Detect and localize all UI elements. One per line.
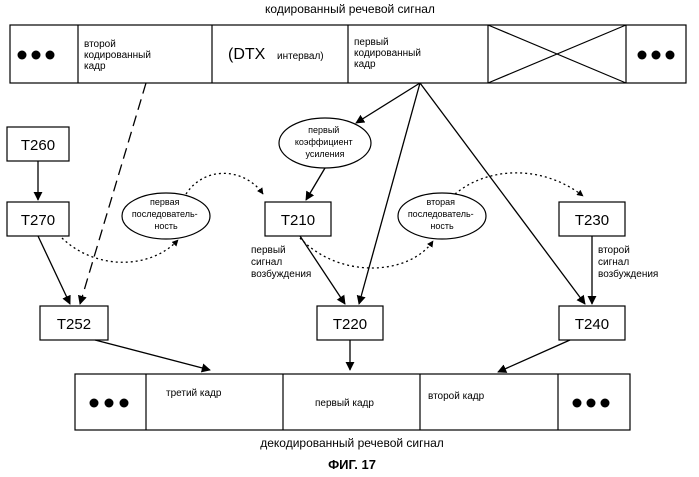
third-frame-label: третий кадр bbox=[166, 388, 222, 399]
decoded-signal-row: третий кадр первый кадр второй кадр bbox=[75, 374, 630, 430]
ellipsis-dots-left-top bbox=[18, 51, 55, 60]
second-excitation-label: второй сигнал возбуждения bbox=[598, 245, 658, 280]
second-encoded-frame-label: второй кодированный кадр bbox=[84, 39, 154, 72]
dotted-t270-to-first-sequence bbox=[62, 238, 178, 262]
bottom-title: декодированный речевой сигнал bbox=[260, 436, 444, 450]
dtx-interval-label: интервал) bbox=[277, 51, 324, 62]
first-sequence-ellipse: первая последователь- ность bbox=[122, 193, 210, 239]
first-frame-label: первый кадр bbox=[315, 398, 374, 409]
block-t270: T270 bbox=[7, 202, 69, 236]
first-excitation-label: первый сигнал возбуждения bbox=[251, 245, 311, 280]
svg-text:T252: T252 bbox=[57, 316, 91, 333]
block-t260: T260 bbox=[7, 127, 69, 161]
arrow-gain-to-t210 bbox=[306, 168, 325, 200]
block-t230: T230 bbox=[559, 202, 625, 236]
svg-text:T210: T210 bbox=[281, 212, 315, 229]
svg-text:T220: T220 bbox=[333, 316, 367, 333]
arrow-t270-to-t252 bbox=[38, 236, 70, 304]
dotted-t210-to-second-sequence bbox=[300, 238, 433, 268]
svg-text:T260: T260 bbox=[21, 137, 55, 154]
block-t252: T252 bbox=[40, 306, 108, 340]
first-gain-ellipse: первый коэффициент усиления bbox=[279, 118, 371, 168]
second-sequence-ellipse: вторая последователь- ность bbox=[398, 193, 486, 239]
second-frame-label: второй кадр bbox=[428, 391, 485, 402]
dashed-arrow-frame2-to-t252 bbox=[80, 83, 146, 304]
svg-text:T270: T270 bbox=[21, 212, 55, 229]
svg-text:T240: T240 bbox=[575, 316, 609, 333]
svg-text:T230: T230 bbox=[575, 212, 609, 229]
block-t240: T240 bbox=[559, 306, 625, 340]
dtx-label: (DTX bbox=[228, 46, 266, 63]
block-t220: T220 bbox=[317, 306, 383, 340]
arrow-t240-to-second-frame bbox=[498, 340, 570, 372]
dotted-first-sequence-to-t210 bbox=[186, 173, 263, 194]
dotted-second-sequence-to-t230 bbox=[455, 173, 583, 196]
figure-caption: ФИГ. 17 bbox=[328, 457, 376, 472]
top-title: кодированный речевой сигнал bbox=[265, 2, 435, 16]
first-encoded-frame-label: первый кодированный кадр bbox=[354, 37, 424, 70]
encoded-signal-row: второй кодированный кадр (DTX интервал) … bbox=[10, 25, 686, 83]
block-t210: T210 bbox=[265, 202, 331, 236]
ellipsis-dots-right-top bbox=[638, 51, 675, 60]
ellipsis-dots-left-bottom bbox=[90, 399, 129, 408]
arrow-t252-to-third-frame bbox=[95, 340, 210, 370]
ellipsis-dots-right-bottom bbox=[573, 399, 610, 408]
crossed-out-frame-icon bbox=[488, 25, 626, 83]
